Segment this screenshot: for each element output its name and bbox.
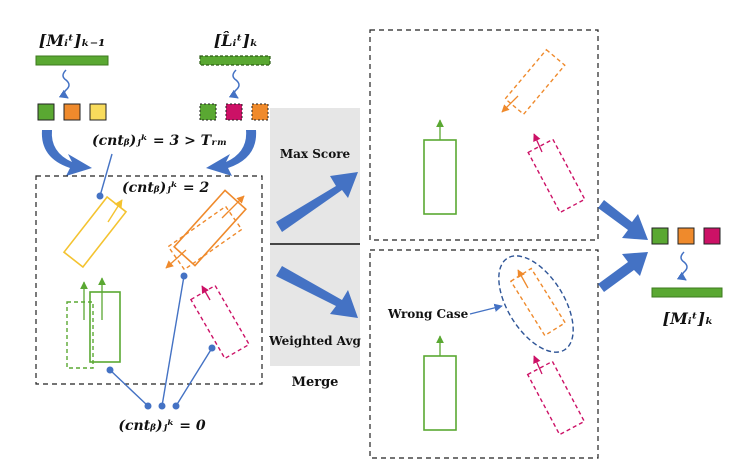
heading-arrow-orange-up bbox=[221, 195, 245, 219]
arrow-to-output-bottom bbox=[598, 252, 648, 292]
wrong-case-ellipse bbox=[498, 255, 574, 353]
result-box-green-avg bbox=[423, 355, 457, 431]
panel-max-score-result bbox=[369, 29, 599, 241]
label-cnt-2: (cntᵦ)ⱼᵏ = 2 bbox=[122, 180, 209, 196]
squiggle-arrow-output bbox=[676, 251, 688, 281]
box-orange-solid bbox=[173, 189, 247, 267]
detection-bar-dashed bbox=[199, 55, 271, 66]
result-arrow-magenta-avg bbox=[533, 355, 543, 375]
merge-panel-background bbox=[270, 108, 360, 366]
box-green-dashed bbox=[66, 301, 94, 369]
result-arrow-orange-avg bbox=[517, 269, 529, 289]
token-orange-left bbox=[63, 103, 81, 121]
output-token-orange bbox=[677, 227, 695, 245]
memory-bar-prev bbox=[35, 55, 109, 66]
squiggle-arrow-right bbox=[228, 69, 240, 99]
result-box-orange-max bbox=[504, 48, 566, 116]
squiggle-arrow-left bbox=[58, 69, 70, 99]
pointer-dot-cnt0-b bbox=[180, 272, 188, 280]
result-arrow-orange-max bbox=[501, 95, 519, 113]
panel-input-boxes bbox=[35, 175, 263, 385]
label-cnt-0: (cntᵦ)ⱼᵏ = 0 bbox=[118, 418, 205, 434]
token-magenta-dashed bbox=[225, 103, 243, 121]
output-token-magenta bbox=[703, 227, 721, 245]
result-box-magenta-avg bbox=[526, 360, 586, 436]
label-merge: Merge bbox=[292, 375, 339, 390]
label-wrong-case: Wrong Case bbox=[387, 307, 469, 321]
arrow-to-output-top bbox=[598, 200, 648, 240]
pointer-dot-cnt3 bbox=[96, 192, 104, 200]
heading-arrow-yellow bbox=[107, 199, 123, 223]
label-max-score: Max Score bbox=[280, 147, 351, 161]
arrow-up-to-max bbox=[276, 172, 358, 232]
wrong-case-pointer bbox=[469, 303, 503, 315]
label-l-hat: [L̂ᵢᵗ]ₖ bbox=[214, 31, 259, 50]
pointer-dot-cnt0-hub-3 bbox=[172, 402, 180, 410]
label-cnt-3: (cntᵦ)ⱼᵏ = 3 > Tᵣₘ bbox=[92, 133, 227, 149]
box-green-solid bbox=[89, 291, 121, 363]
pointer-line-cnt0-b bbox=[161, 275, 185, 407]
label-m-out: [Mᵢᵗ]ₖ bbox=[663, 309, 714, 328]
curved-arrow-right bbox=[206, 130, 257, 176]
pointer-dot-cnt0-c bbox=[208, 344, 216, 352]
heading-arrow-magenta bbox=[201, 285, 211, 301]
result-box-green-max bbox=[423, 139, 457, 215]
result-arrow-magenta-max bbox=[533, 133, 543, 153]
box-orange-dashed bbox=[167, 205, 243, 271]
token-green-dashed bbox=[199, 103, 217, 121]
token-yellow-left bbox=[89, 103, 107, 121]
label-weighted-avg: Weighted Avg bbox=[268, 334, 361, 348]
label-m-prev: [Mᵢᵗ]ₖ₋₁ bbox=[39, 31, 105, 50]
pointer-line-cnt3 bbox=[99, 153, 113, 197]
arrow-down-to-avg bbox=[276, 266, 358, 318]
output-token-green bbox=[651, 227, 669, 245]
token-orange-dashed bbox=[251, 103, 269, 121]
result-box-magenta-max bbox=[527, 138, 586, 214]
pointer-line-cnt0-a bbox=[109, 369, 149, 407]
token-green-left bbox=[37, 103, 55, 121]
panel-weighted-avg-result bbox=[369, 249, 599, 459]
curved-arrow-left bbox=[41, 130, 92, 176]
pointer-dot-cnt0-a bbox=[106, 366, 114, 374]
pointer-line-cnt0-c bbox=[175, 347, 213, 407]
output-memory-bar bbox=[651, 287, 723, 298]
result-box-orange-avg bbox=[509, 267, 567, 337]
pointer-dot-cnt0-hub-1 bbox=[144, 402, 152, 410]
heading-arrow-orange-down bbox=[165, 249, 187, 269]
box-magenta bbox=[189, 284, 251, 360]
pointer-dot-cnt0-hub-2 bbox=[158, 402, 166, 410]
